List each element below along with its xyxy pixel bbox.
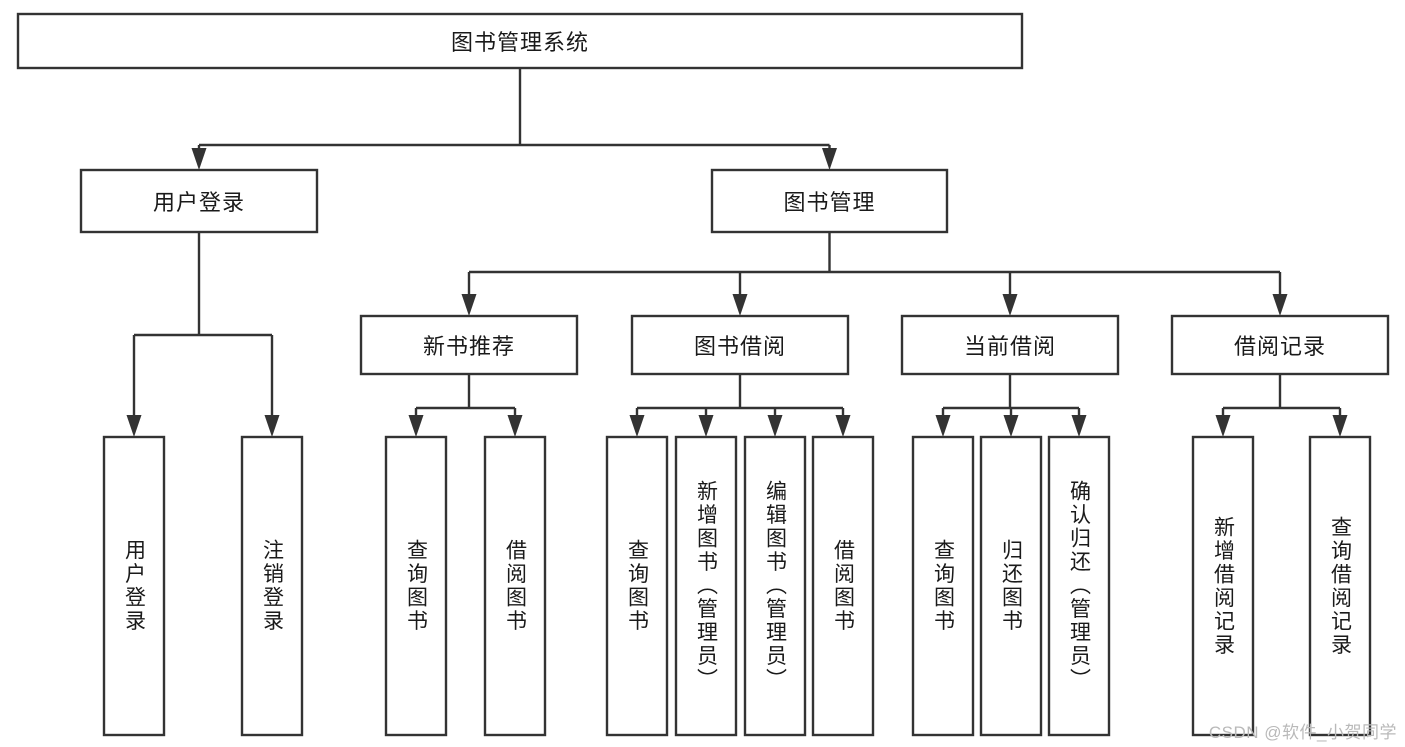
- node-box-leaf-add-book-admin[interactable]: [674, 435, 738, 737]
- node-box-leaf-user-login[interactable]: [102, 435, 166, 737]
- watermark-text: CSDN @软件_小贺同学: [1208, 723, 1397, 742]
- node-box-book-management[interactable]: [710, 168, 949, 234]
- edge-group-borrow-record: [1215, 374, 1348, 437]
- node-box-leaf-query-books-current[interactable]: [911, 435, 975, 737]
- node-box-leaf-query-borrow-record[interactable]: [1308, 435, 1372, 737]
- node-box-leaf-borrow-book[interactable]: [811, 435, 875, 737]
- edge-group-user-login: [126, 232, 280, 437]
- node-box-leaf-confirm-return-admin[interactable]: [1047, 435, 1111, 737]
- edges-layer: [126, 68, 1348, 437]
- edge-group-current-borrow: [935, 374, 1087, 437]
- node-box-leaf-return-book[interactable]: [979, 435, 1043, 737]
- node-box-leaf-logout[interactable]: [240, 435, 304, 737]
- node-box-leaf-query-books-borrow[interactable]: [605, 435, 669, 737]
- node-box-leaf-query-books-rec[interactable]: [384, 435, 448, 737]
- edge-group-new-book-recommend: [408, 374, 523, 437]
- boxes-layer: [16, 12, 1390, 737]
- edge-group-root: [191, 68, 837, 170]
- edge-group-book-management: [461, 232, 1288, 316]
- node-box-root[interactable]: [16, 12, 1024, 70]
- node-box-user-login[interactable]: [79, 168, 319, 234]
- edge-group-book-borrow: [629, 374, 851, 437]
- node-box-current-borrow[interactable]: [900, 314, 1120, 376]
- node-box-new-book-recommend[interactable]: [359, 314, 579, 376]
- node-box-book-borrow[interactable]: [630, 314, 850, 376]
- node-box-borrow-record[interactable]: [1170, 314, 1390, 376]
- node-box-leaf-borrow-books-rec[interactable]: [483, 435, 547, 737]
- node-box-leaf-add-borrow-record[interactable]: [1191, 435, 1255, 737]
- node-box-leaf-edit-book-admin[interactable]: [743, 435, 807, 737]
